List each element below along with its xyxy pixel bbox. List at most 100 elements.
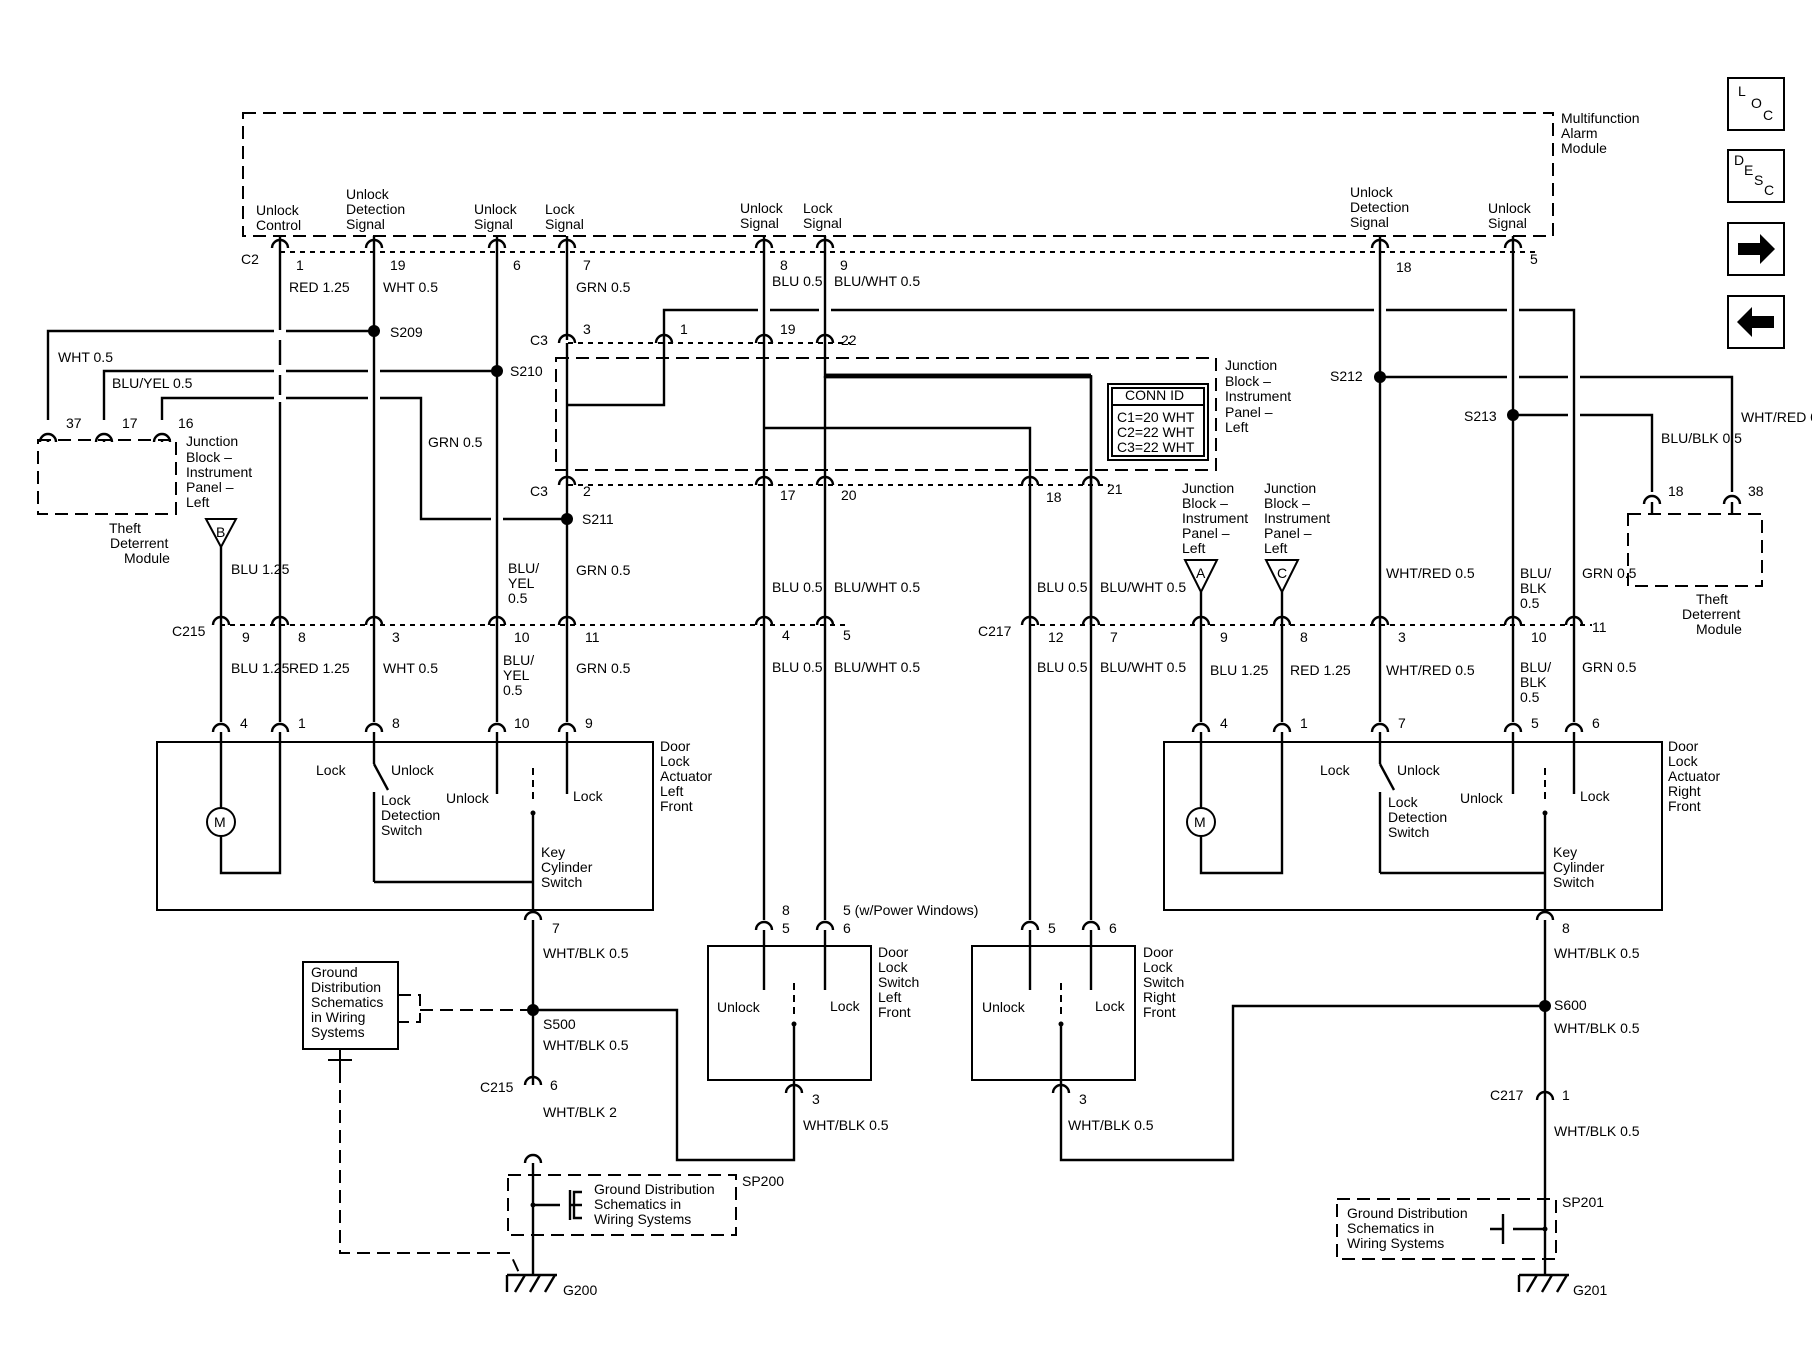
svg-text:21: 21: [1107, 481, 1123, 497]
c217-label: C217: [978, 623, 1012, 639]
svg-text:Systems: Systems: [311, 1024, 365, 1040]
svg-text:Unlock: Unlock: [1397, 762, 1441, 778]
svg-text:Schematics in: Schematics in: [594, 1196, 681, 1212]
svg-text:5: 5: [1048, 920, 1056, 936]
svg-text:S600: S600: [1554, 997, 1587, 1013]
svg-text:Theft: Theft: [109, 520, 141, 536]
svg-text:9: 9: [585, 715, 593, 731]
next-button[interactable]: [1727, 222, 1785, 276]
jb-pin-c3-20: 20: [815, 475, 857, 503]
svg-text:Multifunction: Multifunction: [1561, 110, 1640, 126]
theft-right-pin-38: 38: [1722, 483, 1764, 506]
alarm-module-box: [242, 112, 1554, 237]
prev-button[interactable]: [1727, 295, 1785, 349]
svg-text:WHT/BLK 0.5: WHT/BLK 0.5: [803, 1117, 889, 1133]
wire-label: GRN 0.5: [428, 434, 483, 450]
c217-pins: 12 7 9 8 3 10 11: [1020, 615, 1607, 645]
svg-text:Signal: Signal: [1488, 215, 1527, 231]
svg-text:Unlock: Unlock: [1460, 790, 1504, 806]
wire-label: BLU/: [503, 652, 534, 668]
svg-text:Door: Door: [878, 944, 909, 960]
svg-text:9: 9: [840, 257, 848, 273]
svg-text:1: 1: [680, 321, 688, 337]
jb-pin-c3-22: 22: [815, 332, 857, 348]
svg-text:6: 6: [513, 257, 521, 273]
svg-text:in Wiring: in Wiring: [311, 1009, 365, 1025]
wire-blu-yel-theft: [102, 369, 497, 420]
arrow-left-icon: [1737, 307, 1774, 337]
svg-text:3: 3: [583, 321, 591, 337]
svg-text:37: 37: [66, 415, 82, 431]
jb-pin-c3-2: 2: [557, 475, 591, 499]
svg-text:Key: Key: [1553, 844, 1577, 860]
wire-blu-blk-theft: [1513, 413, 1654, 492]
svg-text:C215: C215: [480, 1079, 514, 1095]
svg-text:8: 8: [392, 715, 400, 731]
svg-text:Switch: Switch: [1388, 824, 1429, 840]
svg-text:Block –: Block –: [1182, 495, 1228, 511]
svg-text:Schematics: Schematics: [311, 994, 383, 1010]
svg-text:8: 8: [782, 902, 790, 918]
svg-text:Door: Door: [1668, 738, 1699, 754]
theft-pin-16: 16: [152, 415, 194, 444]
wire-label: BLU/WHT 0.5: [834, 579, 920, 595]
svg-text:Left: Left: [1225, 419, 1248, 435]
svg-text:10: 10: [514, 629, 530, 645]
svg-text:Instrument: Instrument: [1264, 510, 1330, 526]
svg-text:4: 4: [240, 715, 248, 731]
svg-text:Block –: Block –: [1264, 495, 1310, 511]
conn-id-row: C2=22 WHT: [1117, 424, 1195, 440]
svg-text:8: 8: [1300, 629, 1308, 645]
svg-text:Unlock: Unlock: [717, 999, 761, 1015]
svg-text:SP201: SP201: [1562, 1194, 1604, 1210]
svg-text:12: 12: [1048, 629, 1064, 645]
wire-label: GRN 0.5: [1582, 659, 1637, 675]
svg-text:4: 4: [782, 627, 790, 643]
svg-text:WHT/BLK 0.5: WHT/BLK 0.5: [1554, 945, 1640, 961]
loc-button[interactable]: LOC: [1727, 77, 1785, 131]
svg-text:Module: Module: [1696, 621, 1742, 637]
svg-text:1: 1: [1300, 715, 1308, 731]
svg-text:O: O: [1751, 95, 1762, 111]
svg-text:Door: Door: [660, 738, 691, 754]
theft-module-right-label: Theft Deterrent Module: [1682, 591, 1742, 637]
svg-text:6: 6: [1109, 920, 1117, 936]
svg-text:6: 6: [550, 1077, 558, 1093]
theft-pin-17: 17: [94, 415, 138, 444]
svg-text:Lock: Lock: [1580, 788, 1611, 804]
svg-text:Junction: Junction: [186, 433, 238, 449]
svg-text:Unlock: Unlock: [256, 202, 300, 218]
svg-text:7: 7: [1398, 715, 1406, 731]
svg-text:Theft: Theft: [1696, 591, 1728, 607]
svg-text:Front: Front: [878, 1004, 911, 1020]
svg-text:Instrument: Instrument: [186, 464, 252, 480]
wire-label: 0.5: [503, 682, 523, 698]
svg-text:2: 2: [583, 483, 591, 499]
svg-text:Lock: Lock: [1143, 959, 1174, 975]
conn-id-row: C3=22 WHT: [1117, 439, 1195, 455]
svg-text:Switch: Switch: [541, 874, 582, 890]
c3-label: C3: [530, 483, 548, 499]
wire-label: WHT/RED 0.5: [1386, 565, 1475, 581]
svg-text:M: M: [1194, 814, 1206, 830]
wire-label: WHT 0.5: [383, 660, 438, 676]
wire-label: BLU 0.5: [1037, 579, 1088, 595]
svg-text:Cylinder: Cylinder: [541, 859, 593, 875]
splice-label: S209: [390, 324, 423, 340]
svg-text:Switch: Switch: [878, 974, 919, 990]
svg-text:G201: G201: [1573, 1282, 1607, 1298]
svg-text:7: 7: [552, 920, 560, 936]
wire-label: 0.5: [1520, 595, 1540, 611]
svg-text:Unlock: Unlock: [474, 201, 518, 217]
svg-text:1: 1: [1562, 1087, 1570, 1103]
svg-text:Front: Front: [1143, 1004, 1176, 1020]
svg-text:Ground: Ground: [311, 964, 358, 980]
jb-pin-c3-1: 1: [654, 321, 688, 345]
wire-label: WHT 0.5: [58, 349, 113, 365]
svg-text:7: 7: [1110, 629, 1118, 645]
